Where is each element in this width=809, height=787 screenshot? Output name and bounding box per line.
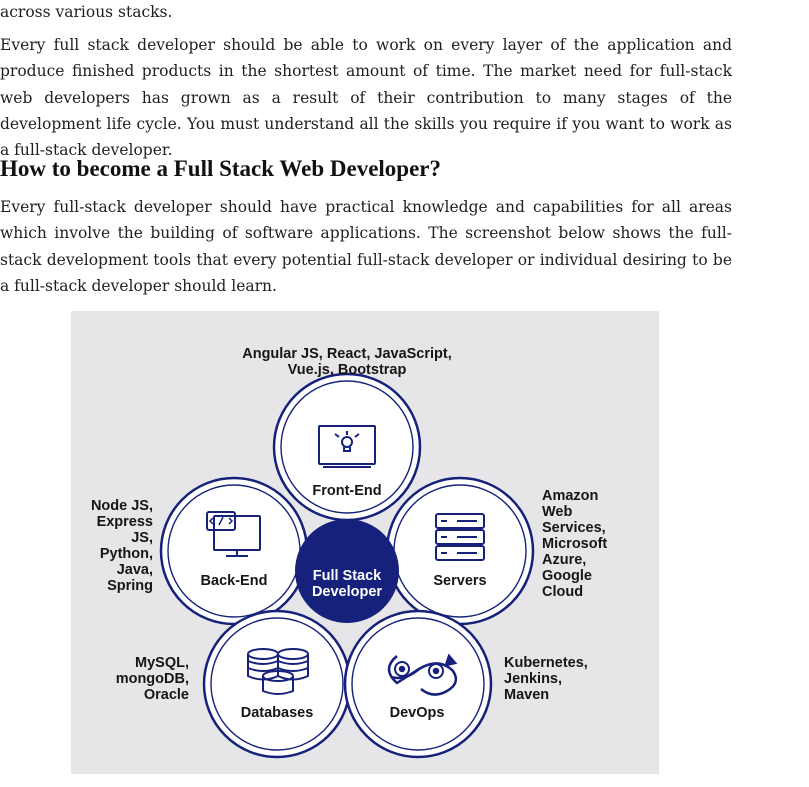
databases-tools: MySQL, mongoDB, Oracle xyxy=(115,655,189,703)
node-ring-servers xyxy=(385,476,535,626)
servers-label: Servers xyxy=(433,573,487,589)
backend-tools: Node JS, Express JS, Python, Java, Sprin… xyxy=(90,498,153,594)
databases-label: Databases xyxy=(240,705,314,721)
frontend-label: Front-End xyxy=(312,483,382,499)
frontend-tools: Angular JS, React, JavaScript, Vue.js, B… xyxy=(242,346,452,378)
node-ring-databases xyxy=(202,609,352,759)
backend-label: Back-End xyxy=(200,573,268,589)
devops-label: DevOps xyxy=(389,705,445,721)
section-heading: How to become a Full Stack Web Developer… xyxy=(0,156,441,181)
devops-tools: Kubernetes, Jenkins, Maven xyxy=(504,655,588,703)
servers-tools: Amazon Web Services, Microsoft Azure, Go… xyxy=(542,488,608,600)
monitor-bulb-icon xyxy=(318,425,376,468)
code-monitor-icon xyxy=(206,511,261,557)
body-paragraph: Every full-stack developer should have p… xyxy=(0,198,732,295)
server-rack-icon xyxy=(435,513,485,561)
center-label: Full Stack Developer xyxy=(311,568,383,600)
diagram-graphics xyxy=(159,372,535,759)
lead-text: across various stacks. xyxy=(0,3,173,21)
center-node xyxy=(295,519,399,623)
node-ring-devops xyxy=(343,609,493,759)
intro-paragraph: Every full stack developer should be abl… xyxy=(0,36,732,160)
full-stack-diagram: Angular JS, React, JavaScript, Vue.js, B… xyxy=(71,311,659,774)
gears-loop-icon xyxy=(387,653,458,696)
database-stack-icon xyxy=(247,648,309,695)
